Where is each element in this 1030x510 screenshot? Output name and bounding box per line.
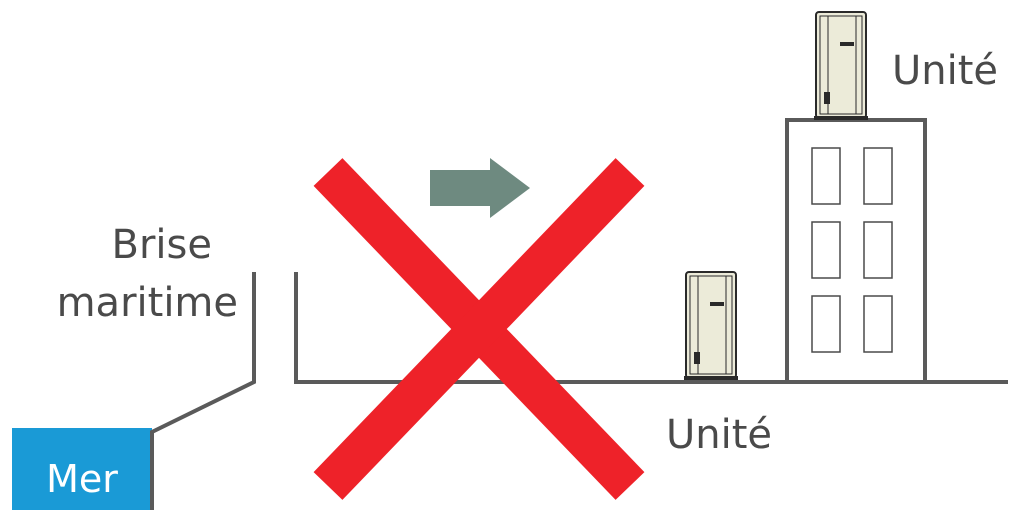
ground-unit-label: Unité [666, 412, 772, 458]
sea-breeze-label-line1: Brise [112, 222, 212, 268]
arrow-right-icon [430, 158, 530, 218]
sea-label: Mer [46, 457, 118, 501]
roof-unit-label: Unité [892, 48, 998, 94]
building-icon [787, 120, 925, 382]
outdoor-unit-icon [814, 12, 868, 120]
outdoor-unit-icon [684, 272, 738, 380]
sea-breeze-label-line2: maritime [57, 280, 238, 326]
prohibited-x-icon [328, 172, 630, 486]
